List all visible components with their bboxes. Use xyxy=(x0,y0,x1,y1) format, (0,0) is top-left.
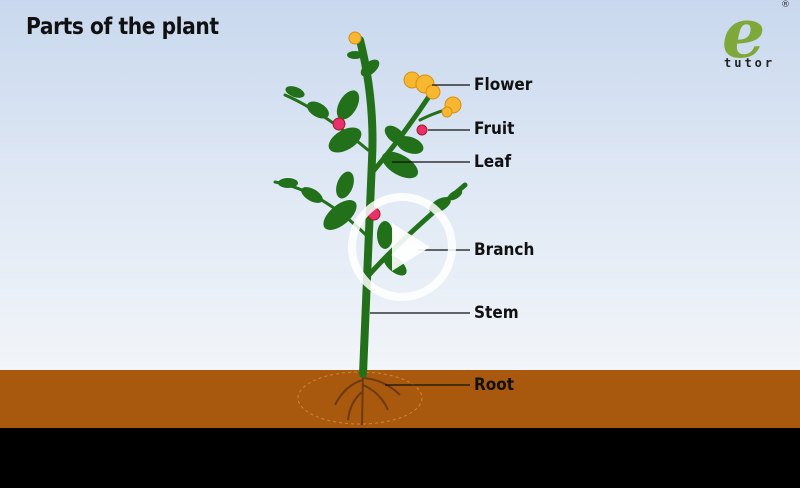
label-fruit: Fruit xyxy=(474,119,515,139)
logo-text: tutor xyxy=(724,56,776,70)
label-stem: Stem xyxy=(474,303,519,323)
logo-registered: ® xyxy=(781,0,790,10)
play-icon xyxy=(392,223,430,271)
label-flower: Flower xyxy=(474,75,533,95)
sky-background xyxy=(0,0,800,372)
label-root: Root xyxy=(474,375,515,395)
label-branch: Branch xyxy=(474,240,535,260)
player-bar xyxy=(0,428,800,488)
play-button[interactable] xyxy=(348,193,456,301)
label-leaf: Leaf xyxy=(474,152,512,172)
roots xyxy=(297,371,423,426)
video-title: Parts of the plant xyxy=(26,14,219,40)
logo-letter: e xyxy=(722,0,766,74)
